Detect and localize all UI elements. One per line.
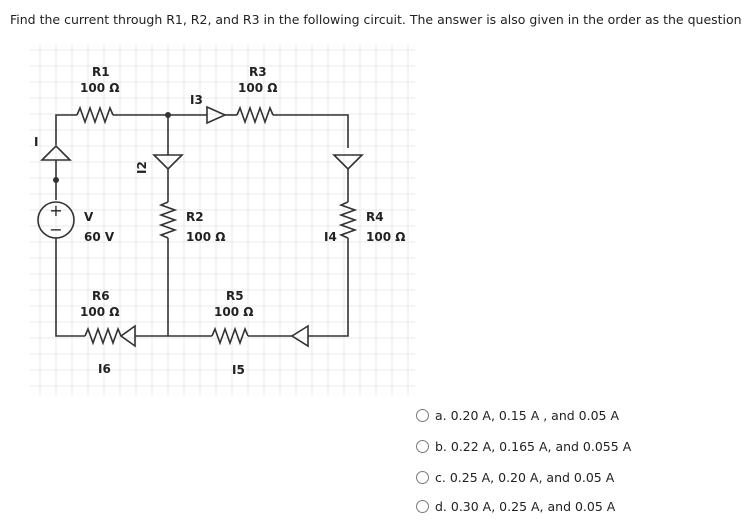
source-name: V xyxy=(84,210,94,224)
option-d[interactable]: d. 0.30 A, 0.25 A, and 0.05 A xyxy=(416,499,615,514)
R1-value: 100 Ω xyxy=(80,81,119,95)
I6-label: I6 xyxy=(98,362,111,376)
I4-arrow xyxy=(332,154,364,171)
option-a[interactable]: a. 0.20 A, 0.15 A , and 0.05 A xyxy=(416,408,619,423)
R3-name: R3 xyxy=(249,65,267,79)
R2-resistor xyxy=(158,201,178,239)
option-label: c. 0.25 A, 0.20 A, and 0.05 A xyxy=(435,470,615,485)
I2-arrow xyxy=(152,154,184,171)
R3-value: 100 Ω xyxy=(238,81,277,95)
R5-value: 100 Ω xyxy=(214,305,253,319)
option-b[interactable]: b. 0.22 A, 0.165 A, and 0.055 A xyxy=(416,439,631,454)
I2-label: I2 xyxy=(135,161,149,174)
R5-resistor xyxy=(211,326,249,346)
R6-value: 100 Ω xyxy=(80,305,119,319)
R4-value: 100 Ω xyxy=(366,230,405,244)
source-minus: − xyxy=(49,220,62,239)
I6-arrow xyxy=(119,324,136,348)
option-label: a. 0.20 A, 0.15 A , and 0.05 A xyxy=(435,408,620,423)
R1-resistor xyxy=(76,105,114,125)
radio-button[interactable] xyxy=(416,440,429,453)
wire-top-right xyxy=(273,114,349,148)
wire-right-lower xyxy=(308,238,349,337)
wire-top-left xyxy=(55,114,77,145)
R2-name: R2 xyxy=(186,210,204,224)
circuit-diagram: + − I R1 100 Ω R3 100 Ω I3 V 60 V R2 100… xyxy=(30,45,415,395)
radio-button[interactable] xyxy=(416,471,429,484)
I5-label: I5 xyxy=(232,363,245,377)
option-label: d. 0.30 A, 0.25 A, and 0.05 A xyxy=(435,499,616,514)
R6-name: R6 xyxy=(92,289,110,303)
source-plus: + xyxy=(49,201,62,220)
option-c[interactable]: c. 0.25 A, 0.20 A, and 0.05 A xyxy=(416,470,614,485)
I5-arrow xyxy=(290,324,309,348)
radio-button[interactable] xyxy=(416,409,429,422)
R2-value: 100 Ω xyxy=(186,230,225,244)
R4-name: R4 xyxy=(366,210,384,224)
question-text: Find the current through R1, R2, and R3 … xyxy=(10,12,742,27)
I4-label: I4 xyxy=(324,230,337,244)
radio-button[interactable] xyxy=(416,500,429,513)
option-label: b. 0.22 A, 0.165 A, and 0.055 A xyxy=(435,439,632,454)
R5-name: R5 xyxy=(226,289,244,303)
junction-left xyxy=(53,177,59,183)
wire-left-lower xyxy=(55,238,85,337)
R6-resistor xyxy=(84,326,122,346)
I3-arrow xyxy=(206,105,227,125)
background-grid xyxy=(30,45,415,395)
I3-label: I3 xyxy=(190,93,203,107)
R4-resistor xyxy=(338,201,358,239)
source-value: 60 V xyxy=(84,230,115,244)
junction-top xyxy=(165,112,171,118)
R1-name: R1 xyxy=(92,65,110,79)
R3-resistor xyxy=(236,105,274,125)
current-I-label: I xyxy=(34,135,38,149)
